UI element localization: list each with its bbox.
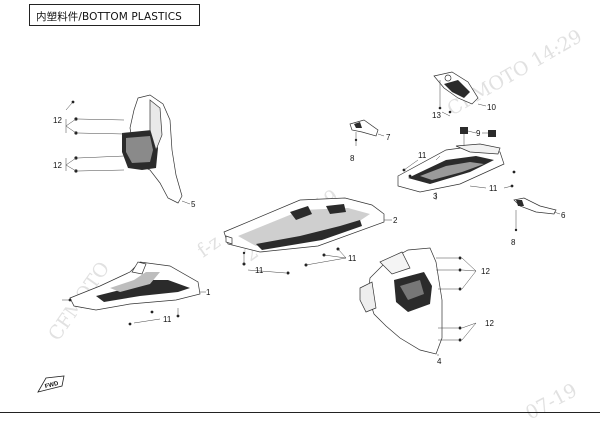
callout-7: 7 xyxy=(386,133,391,142)
callout-8-lower: 8 xyxy=(511,238,516,247)
callout-4: 4 xyxy=(437,357,442,366)
callout-11-floor-right: 11 xyxy=(348,254,357,263)
part-9-clips xyxy=(460,127,496,146)
callout-1: 1 xyxy=(206,288,211,297)
part-3-rear-tray xyxy=(397,143,516,200)
part-1-lower-left-panel xyxy=(62,261,206,326)
watermark-date-corner: 07-19 xyxy=(522,379,581,422)
callout-5: 5 xyxy=(191,200,196,209)
part-4-right-side-panel xyxy=(359,247,477,356)
fwd-label: FWD xyxy=(44,381,59,391)
callout-3: 3 xyxy=(433,192,438,201)
callout-2: 2 xyxy=(393,216,398,225)
callout-12-mid-left: 12 xyxy=(53,161,62,170)
callout-13: 13 xyxy=(432,111,441,120)
watermark-fz: f-z xyxy=(193,231,224,262)
callout-12-right-lower: 12 xyxy=(485,319,494,328)
title-box: 内塑料件/BOTTOM PLASTICS xyxy=(29,4,200,26)
callout-11-tray-right: 11 xyxy=(489,184,498,193)
callout-6: 6 xyxy=(561,211,566,220)
callout-12-right-upper: 12 xyxy=(481,267,490,276)
fwd-arrow-icon: FWD xyxy=(37,375,65,393)
part-2-floor-panel xyxy=(223,197,392,275)
callout-12-top-left: 12 xyxy=(53,116,62,125)
watermark-cfmoto-time: CFMOTO 14:29 xyxy=(444,25,586,120)
callout-11-floor-left: 11 xyxy=(255,266,264,275)
callout-labels: 12 12 5 7 8 10 13 9 11 11 3 2 6 8 11 11 … xyxy=(53,103,566,366)
part-6-bracket xyxy=(513,197,561,232)
page-title: 内塑料件/BOTTOM PLASTICS xyxy=(36,11,182,23)
part-10-upper-cover xyxy=(433,71,487,117)
callout-11-tray-top: 11 xyxy=(418,151,427,160)
callout-11-lower-left: 11 xyxy=(163,315,172,324)
callout-8-upper: 8 xyxy=(350,154,355,163)
callout-10: 10 xyxy=(487,103,496,112)
bottom-rule xyxy=(0,412,600,413)
part-5-left-side-panel xyxy=(65,94,191,205)
part-7-bracket xyxy=(349,119,385,146)
callout-9: 9 xyxy=(476,129,481,138)
